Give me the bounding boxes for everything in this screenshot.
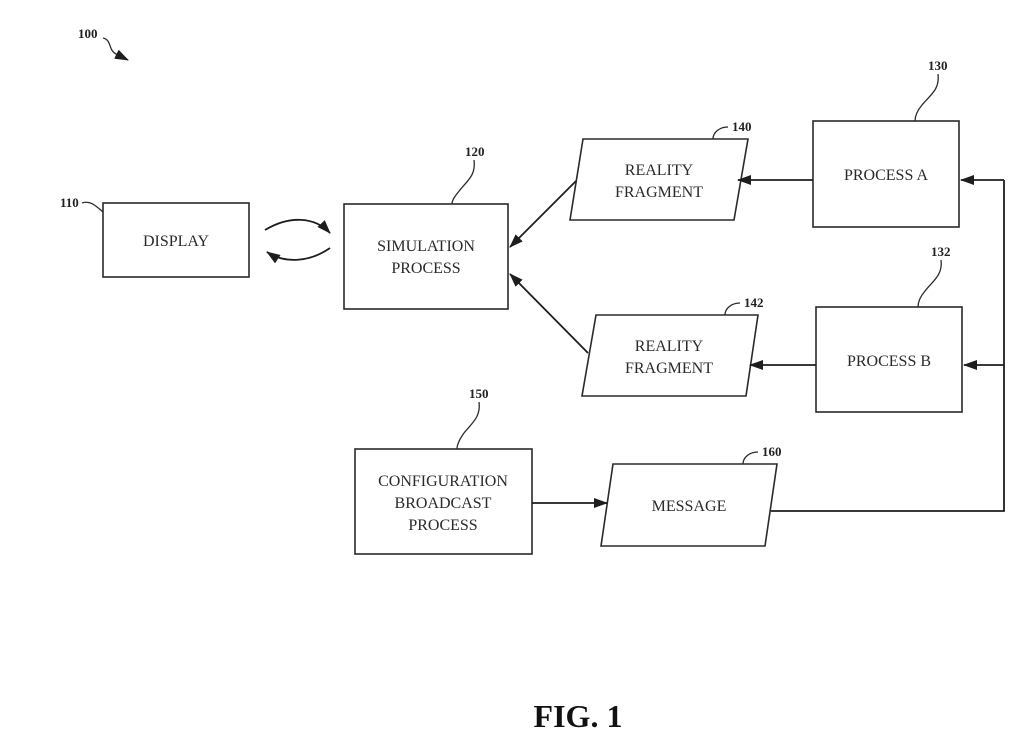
message-ref: 160 <box>762 444 782 459</box>
arrow-simulation-to-display <box>266 247 331 264</box>
display-ref: 110 <box>60 195 79 210</box>
config-box <box>354 448 533 555</box>
figure-ref-arrow <box>102 37 129 61</box>
fragment-142-leader <box>724 302 741 316</box>
config-ref: 150 <box>469 386 489 401</box>
simulation-label-line2: PROCESS <box>391 260 460 277</box>
figure-ref-100: 100 <box>78 26 129 61</box>
config-label-line1: CONFIGURATION <box>378 473 508 490</box>
message-bus-line <box>771 180 1005 512</box>
process-b-leader <box>917 259 942 308</box>
node-simulation-process: SIMULATION PROCESS 120 <box>343 144 509 310</box>
arrow-fragment-142-to-simulation <box>509 273 589 354</box>
message-leader <box>742 451 759 465</box>
display-simulation-exchange <box>264 218 331 264</box>
node-reality-fragment-142: REALITY FRAGMENT 142 <box>581 295 764 397</box>
node-reality-fragment-140: REALITY FRAGMENT 140 <box>569 119 752 221</box>
process-a-box <box>812 120 960 228</box>
message-label: MESSAGE <box>652 498 727 515</box>
simulation-label-line1: SIMULATION <box>377 238 475 255</box>
fragment-142-ref: 142 <box>744 295 764 310</box>
node-configuration-broadcast-process: CONFIGURATION BROADCAST PROCESS 150 <box>354 386 533 555</box>
arrow-fragment-140-to-simulation <box>509 180 577 248</box>
process-a-ref: 130 <box>928 58 948 73</box>
display-leader <box>81 201 104 213</box>
fragment-140-label-line1: REALITY <box>625 162 694 179</box>
fragment-140-shape <box>569 138 749 221</box>
arrow-display-to-simulation <box>264 218 331 234</box>
simulation-leader <box>451 159 475 205</box>
simulation-ref: 120 <box>465 144 485 159</box>
node-message: MESSAGE 160 <box>600 444 782 547</box>
process-b-ref: 132 <box>931 244 951 259</box>
fragment-140-ref: 140 <box>732 119 752 134</box>
process-b-label: PROCESS B <box>847 353 931 370</box>
node-process-b: PROCESS B 132 <box>815 244 963 413</box>
fragment-142-label-line1: REALITY <box>635 338 704 355</box>
fragment-140-leader <box>712 126 729 140</box>
node-process-a: PROCESS A 130 <box>812 58 960 228</box>
figure-caption: FIG. 1 <box>534 698 623 734</box>
display-label: DISPLAY <box>143 233 210 250</box>
config-label-line2: BROADCAST <box>395 495 492 512</box>
figure-ref-label: 100 <box>78 26 98 41</box>
config-label-line3: PROCESS <box>408 517 477 534</box>
config-leader <box>456 401 480 450</box>
fragment-142-label-line2: FRAGMENT <box>625 360 713 377</box>
display-box <box>102 202 250 278</box>
simulation-box <box>343 203 509 310</box>
process-b-box <box>815 306 963 413</box>
process-a-label: PROCESS A <box>844 167 928 184</box>
node-display: DISPLAY 110 <box>60 195 250 278</box>
process-a-leader <box>914 73 939 122</box>
message-shape <box>600 463 778 547</box>
fragment-142-shape <box>581 314 759 397</box>
fragment-140-label-line2: FRAGMENT <box>615 184 703 201</box>
